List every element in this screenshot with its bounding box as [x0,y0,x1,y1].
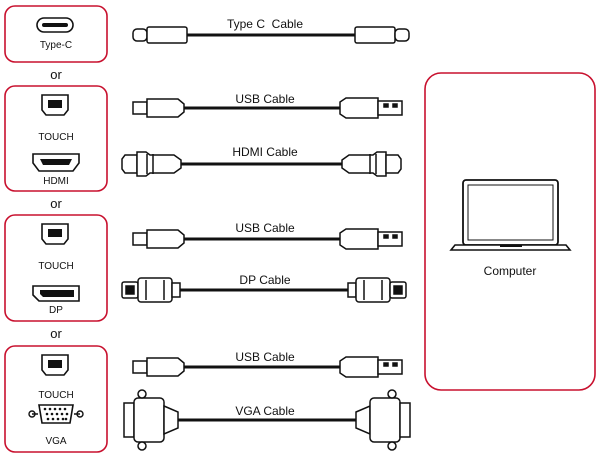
laptop-icon [449,179,572,251]
vga-cable [123,389,411,451]
hdmi-port-icon [32,153,80,172]
typec-port-label: Type-C [39,40,73,51]
usb-b-port-icon [41,354,69,376]
touch-port-label: TOUCH [38,390,74,401]
vga-port-box [4,345,108,453]
computer-box [424,72,596,391]
usb-cable [132,97,403,119]
displayport-cable [121,277,407,303]
hdmi-cable [121,151,402,177]
computer-label: Computer [483,264,537,278]
vga-cable-label: VGA Cable [235,404,295,418]
vga-port-label: VGA [45,436,67,447]
usb-cable [132,356,403,378]
typec-port-icon [36,17,74,33]
dp-port-box [4,214,108,322]
typec-port-box [4,5,108,63]
usb-cable-label: USB Cable [235,92,295,106]
hdmi-port-label: HDMI [43,176,69,187]
or-separator: or [50,326,62,341]
usb-cable-label: USB Cable [235,350,295,364]
dp-port-label: DP [49,305,63,316]
usb-cable [132,228,403,250]
usb-b-port-icon [41,94,69,116]
usb-cable-label: USB Cable [235,221,295,235]
dp-cable-label: DP Cable [239,273,291,287]
usb-b-port-icon [41,223,69,245]
typec-cable [132,26,410,44]
touch-port-label: TOUCH [38,261,74,272]
hdmi-cable-label: HDMI Cable [232,145,298,159]
displayport-port-icon [32,285,80,302]
or-separator: or [50,196,62,211]
vga-port-icon [28,404,84,424]
hdmi-port-box [4,85,108,192]
typec-cable-label: Type C Cable [226,17,304,31]
or-separator: or [50,67,62,82]
touch-port-label: TOUCH [38,132,74,143]
